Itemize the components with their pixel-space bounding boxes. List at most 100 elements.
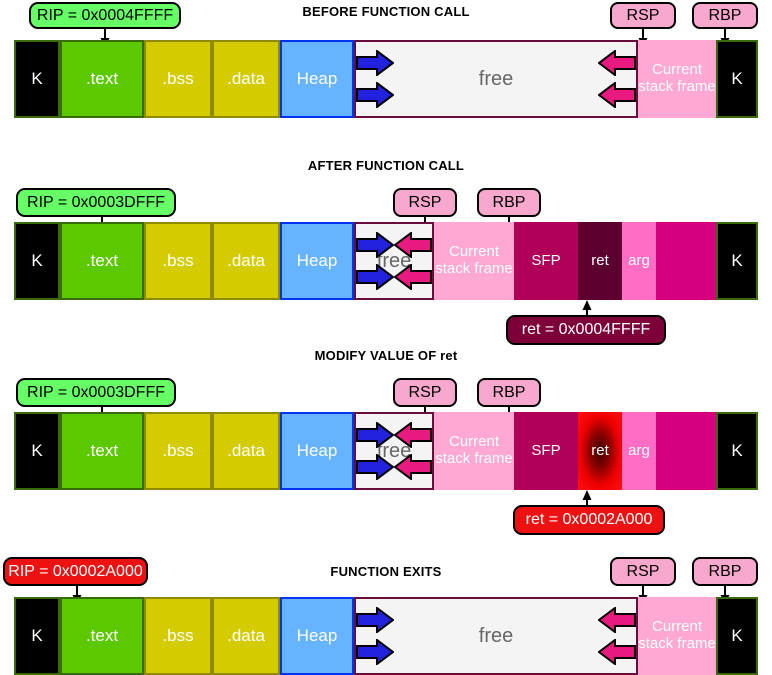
stack-grow-left-arrow <box>394 454 432 480</box>
heap-grow-right-arrow <box>356 82 394 108</box>
heap-grow-right-arrow <box>356 607 394 633</box>
segment-data: .data <box>212 412 280 490</box>
segment-label: K <box>31 251 43 271</box>
stack-grow-left-arrow <box>598 82 636 108</box>
segment-free: free <box>354 40 638 118</box>
segment-label: Heap <box>296 69 338 89</box>
segment-label: Heap <box>296 441 338 461</box>
segment-label: Heap <box>296 251 338 271</box>
segment-data: .data <box>212 40 280 118</box>
memory-bar: K .text .bss .data Heap free Current sta… <box>14 597 758 675</box>
segment-bss: .bss <box>144 40 212 118</box>
memory-bar: K .text .bss .data Heap free Current sta… <box>14 412 758 490</box>
stack-growth-arrows <box>598 40 638 118</box>
segment-label: .data <box>227 441 265 461</box>
segment-label: .text <box>85 251 119 271</box>
panel-title: BEFORE FUNCTION CALL <box>302 4 470 19</box>
segment-label: K <box>731 626 743 646</box>
segment-bss: .bss <box>144 412 212 490</box>
segment-heap: Heap <box>280 222 354 300</box>
segment-label: K <box>731 69 743 89</box>
segment-arg: arg <box>622 412 656 490</box>
register-rbp: RBP <box>477 378 541 407</box>
register-rbp: RBP <box>692 557 758 586</box>
segment-ret: ret <box>578 222 622 300</box>
panel-before-function-call: BEFORE FUNCTION CALL RIP = 0x0004FFFF RS… <box>0 0 772 140</box>
panel-function-exits: FUNCTION EXITS RIP = 0x0002A000 RSP RBP … <box>0 548 772 675</box>
register-rbp: RBP <box>477 188 541 217</box>
register-rbp: RBP <box>692 2 758 29</box>
segment-kernel-low: K <box>14 40 60 118</box>
segment-ret-highlighted: ret <box>578 412 622 490</box>
segment-label: .text <box>85 626 119 646</box>
segment-kernel-high: K <box>716 412 758 490</box>
rip-callout: RIP = 0x0002A000 <box>3 557 148 586</box>
segment-heap: Heap <box>280 412 354 490</box>
segment-label: Current stack frame <box>435 243 513 277</box>
segment-bss: .bss <box>144 222 212 300</box>
segment-label: .data <box>227 251 265 271</box>
segment-label: ret <box>591 251 609 269</box>
segment-label: .bss <box>162 251 194 271</box>
stack-grow-left-arrow <box>598 50 636 76</box>
segment-label: ret <box>591 441 609 459</box>
segment-sfp: SFP <box>514 222 578 300</box>
segment-arg: arg <box>622 222 656 300</box>
segment-label: .bss <box>162 441 194 461</box>
memory-bar: K .text .bss .data Heap free Current sta… <box>14 222 758 300</box>
segment-text: .text <box>60 412 144 490</box>
ret-value-callout: ret = 0x0004FFFF <box>506 315 666 345</box>
stack-growth-arrows <box>598 597 638 675</box>
segment-kernel-high: K <box>716 40 758 118</box>
segment-label: free <box>478 67 514 90</box>
heap-grow-right-arrow <box>356 232 394 258</box>
segment-label: SFP <box>531 441 561 459</box>
segment-heap: Heap <box>280 597 354 675</box>
segment-label: Current stack frame <box>435 433 513 467</box>
stack-grow-left-arrow <box>394 232 432 258</box>
rip-callout: RIP = 0x0003DFFF <box>16 378 176 407</box>
segment-label: free <box>478 624 514 647</box>
segment-free: free <box>354 597 638 675</box>
segment-label: arg <box>628 251 650 269</box>
segment-kernel-low: K <box>14 597 60 675</box>
segment-text: .text <box>60 597 144 675</box>
segment-used-stack <box>656 412 716 490</box>
segment-heap: Heap <box>280 40 354 118</box>
ret-value-callout: ret = 0x0002A000 <box>513 505 665 535</box>
panel-modify-value-of-ret: MODIFY VALUE OF ret RIP = 0x0003DFFF RSP… <box>0 340 772 540</box>
segment-label: arg <box>628 441 650 459</box>
heap-growth-arrows <box>356 222 396 300</box>
rip-callout: RIP = 0x0003DFFF <box>16 188 176 217</box>
segment-current-stack-frame: Current stack frame <box>638 40 716 118</box>
segment-label: .text <box>85 441 119 461</box>
segment-used-stack <box>656 222 716 300</box>
register-rsp: RSP <box>610 557 676 586</box>
register-rsp: RSP <box>393 188 457 217</box>
stack-grow-left-arrow <box>598 607 636 633</box>
heap-grow-right-arrow <box>356 264 394 290</box>
memory-bar: K .text .bss .data Heap free Current sta… <box>14 40 758 118</box>
segment-label: .data <box>227 69 265 89</box>
segment-label: K <box>731 441 743 461</box>
segment-label: Current stack frame <box>638 61 716 95</box>
segment-kernel-low: K <box>14 222 60 300</box>
segment-label: K <box>31 441 43 461</box>
heap-grow-right-arrow <box>356 639 394 665</box>
segment-current-stack-frame: Current stack frame <box>434 412 514 490</box>
segment-kernel-high: K <box>716 597 758 675</box>
segment-text: .text <box>60 40 144 118</box>
stack-grow-left-arrow <box>598 639 636 665</box>
segment-current-stack-frame: Current stack frame <box>434 222 514 300</box>
heap-growth-arrows <box>356 412 396 490</box>
register-rsp: RSP <box>393 378 457 407</box>
segment-label: .bss <box>162 626 194 646</box>
heap-growth-arrows <box>356 40 396 118</box>
segment-text: .text <box>60 222 144 300</box>
segment-label: K <box>31 626 43 646</box>
segment-label: .data <box>227 626 265 646</box>
heap-grow-right-arrow <box>356 422 394 448</box>
segment-label: .bss <box>162 69 194 89</box>
panel-title: FUNCTION EXITS <box>330 564 442 579</box>
segment-data: .data <box>212 222 280 300</box>
